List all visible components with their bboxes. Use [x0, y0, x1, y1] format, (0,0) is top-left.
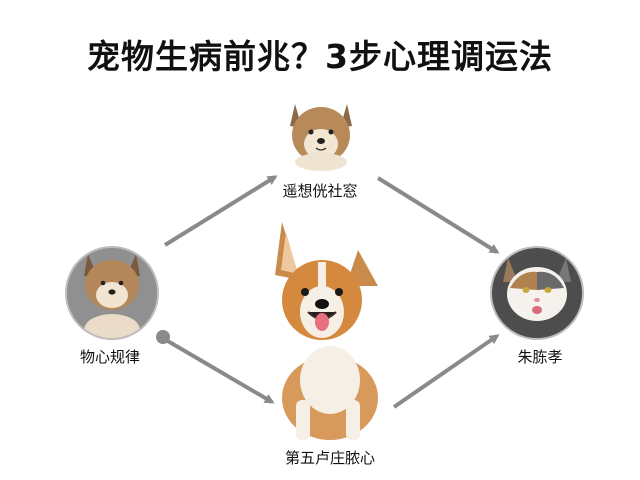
corgi-dog-icon: [275, 222, 378, 440]
calico-cat-icon: [491, 247, 583, 339]
right-photo-circle: [490, 246, 584, 340]
node-label-top: 遥想侊社窓: [282, 182, 358, 200]
shiba-dog-icon: [290, 104, 352, 171]
page-title: 宠物生病前兆？3步心理调运法: [87, 37, 553, 76]
node-label-center: 第五卢庄脓心: [284, 449, 375, 467]
node-label-left: 物心规律: [79, 348, 140, 366]
arrow-bottom-to-right: [392, 334, 500, 409]
arrow-top-to-right: [376, 176, 500, 254]
node-label-right: 朱胨孝: [517, 348, 563, 366]
shiba-dog-icon: [66, 247, 158, 339]
arrow-left-to-bottom: [164, 338, 275, 404]
left-photo-circle: [65, 246, 159, 340]
arrow-left-to-top: [163, 175, 278, 247]
